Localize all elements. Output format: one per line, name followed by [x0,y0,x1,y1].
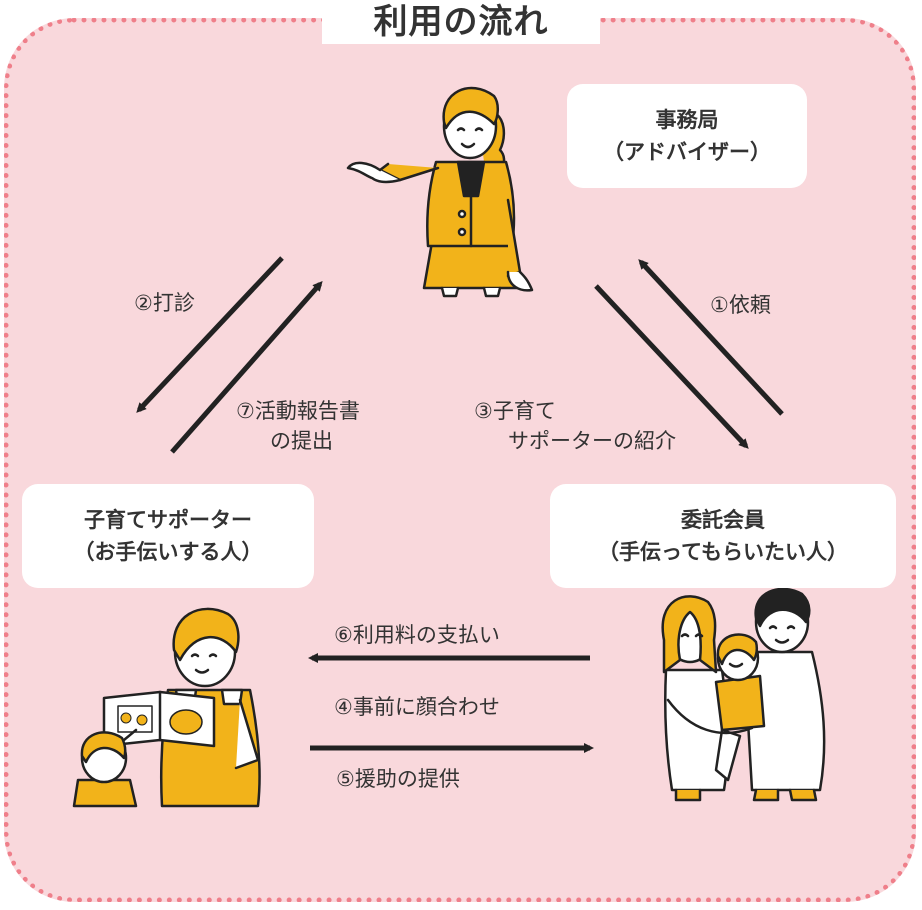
node-office: 事務局 （アドバイザー） [567,84,807,188]
node-supporter-name: 子育てサポーター [84,508,252,532]
node-supporter: 子育てサポーター （お手伝いする人） [22,484,314,588]
arrow-step1-member-to-office [638,259,784,416]
family-icon [661,587,826,802]
arrow-step3-office-to-member [594,284,749,449]
arrow-step2-office-to-supporter [136,256,284,413]
step-3-label-line2: サポーターの紹介 [508,429,676,453]
step-7-label-line1: ⑦活動報告書 [236,399,360,423]
arrow-step7-supporter-to-office [170,280,323,454]
step-7-label-line2: の提出 [270,429,333,453]
step-1-label: ①依頼 [710,293,771,317]
node-member: 委託会員 （手伝ってもらいたい人） [550,484,896,588]
node-supporter-role: （お手伝いする人） [73,540,263,564]
node-member-name: 委託会員 [681,508,765,532]
step-2-label: ②打診 [134,291,195,315]
supporter-reading-picture-book-icon [72,607,261,808]
advisor-woman-icon [346,86,534,298]
node-office-name: 事務局 [655,108,719,132]
diagram-title: 利用の流れ [322,0,600,44]
step-4-label: ④事前に顔合わせ [334,695,500,719]
node-office-role: （アドバイザー） [603,140,771,164]
node-member-role: （手伝ってもらいたい人） [598,540,848,564]
step-3-label-line1: ③子育て [474,399,556,423]
step-5-label: ⑤援助の提供 [336,767,460,791]
step-6-label: ⑥利用料の支払い [334,623,500,647]
